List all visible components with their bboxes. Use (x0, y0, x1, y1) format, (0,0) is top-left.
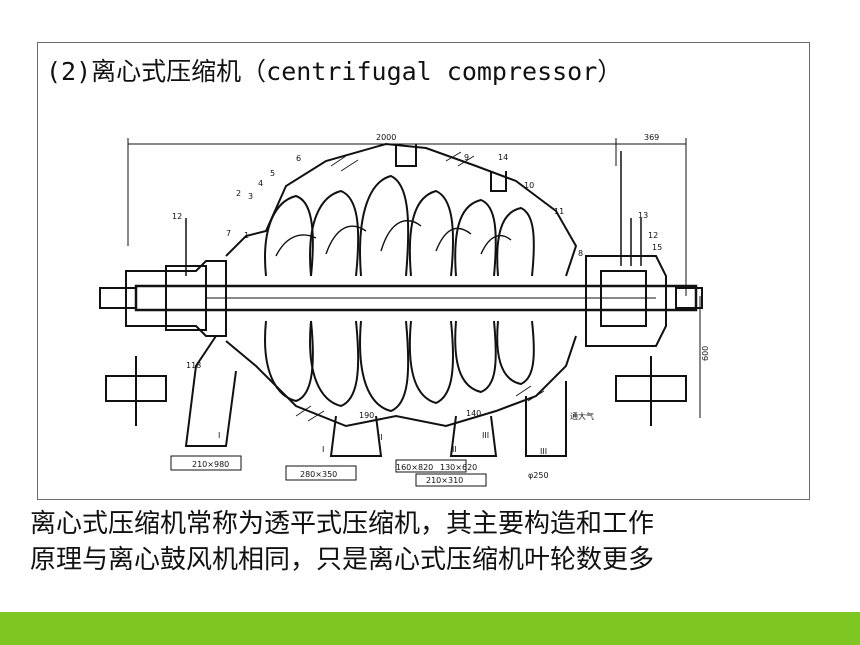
section-mark: III (540, 447, 547, 456)
compressor-section-drawing: 2000 369 600 210×980 280×350 160×820 130… (99, 133, 710, 487)
part-number: 7 (226, 229, 231, 238)
dim-height: 600 (701, 346, 710, 361)
part-number: 4 (258, 179, 263, 188)
dim-base-mid: 280×350 (300, 470, 337, 479)
part-number: 10 (524, 181, 534, 190)
part-number: 6 (296, 154, 301, 163)
part-number: 2 (236, 189, 241, 198)
slide-caption: 离心式压缩机常称为透平式压缩机，其主要构造和工作 原理与离心鼓风机相同，只是离心… (30, 506, 850, 578)
part-number: 14 (498, 153, 508, 162)
part-number: 11 (554, 207, 564, 216)
section-mark: III (482, 431, 489, 440)
vent-label: 通大气 (570, 411, 594, 421)
section-mark: I (322, 445, 324, 454)
dim-190: 190 (359, 411, 374, 420)
part-number: 3 (248, 192, 253, 201)
dim-diameter: φ250 (528, 471, 549, 480)
dim-base-c: 210×310 (426, 476, 463, 485)
section-mark: I (218, 431, 220, 440)
dim-140: 140 (466, 409, 481, 418)
dim-base-b: 130×620 (440, 463, 477, 472)
section-mark: II (378, 433, 383, 442)
dim-118: 118 (186, 361, 201, 370)
dim-base-a: 160×820 (396, 463, 433, 472)
section-mark: II (452, 445, 457, 454)
footer-accent-bar (0, 612, 860, 645)
dim-overall-length: 2000 (376, 133, 396, 142)
dim-right-length: 369 (644, 133, 659, 142)
part-number: 8 (578, 249, 583, 258)
caption-line: 原理与离心鼓风机相同，只是离心式压缩机叶轮数更多 (30, 545, 655, 575)
part-number: 1 (244, 231, 249, 240)
part-number: 9 (464, 153, 469, 162)
caption-line: 离心式压缩机常称为透平式压缩机，其主要构造和工作 (30, 509, 655, 539)
part-number: 5 (270, 169, 275, 178)
slide-title: (2)离心式压缩机（centrifugal compressor） (46, 57, 623, 86)
part-number: 12 (172, 212, 182, 221)
part-number: 15 (652, 243, 662, 252)
part-number: 12 (648, 231, 658, 240)
dim-base-left: 210×980 (192, 460, 229, 469)
part-number: 13 (638, 211, 648, 220)
